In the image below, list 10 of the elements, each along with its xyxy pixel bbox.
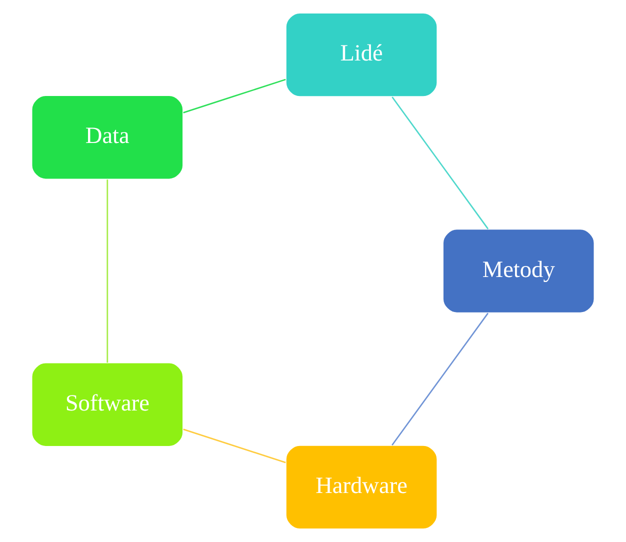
connector — [183, 78, 286, 114]
connector — [106, 180, 108, 363]
node-box: Lidé — [285, 12, 438, 98]
connector — [392, 312, 489, 446]
node-box: Software — [31, 362, 184, 448]
node-box: Data — [31, 94, 184, 180]
node-box: Hardware — [285, 444, 438, 530]
connector — [392, 96, 489, 230]
connector — [183, 428, 286, 464]
node-box: Metody — [442, 228, 595, 314]
